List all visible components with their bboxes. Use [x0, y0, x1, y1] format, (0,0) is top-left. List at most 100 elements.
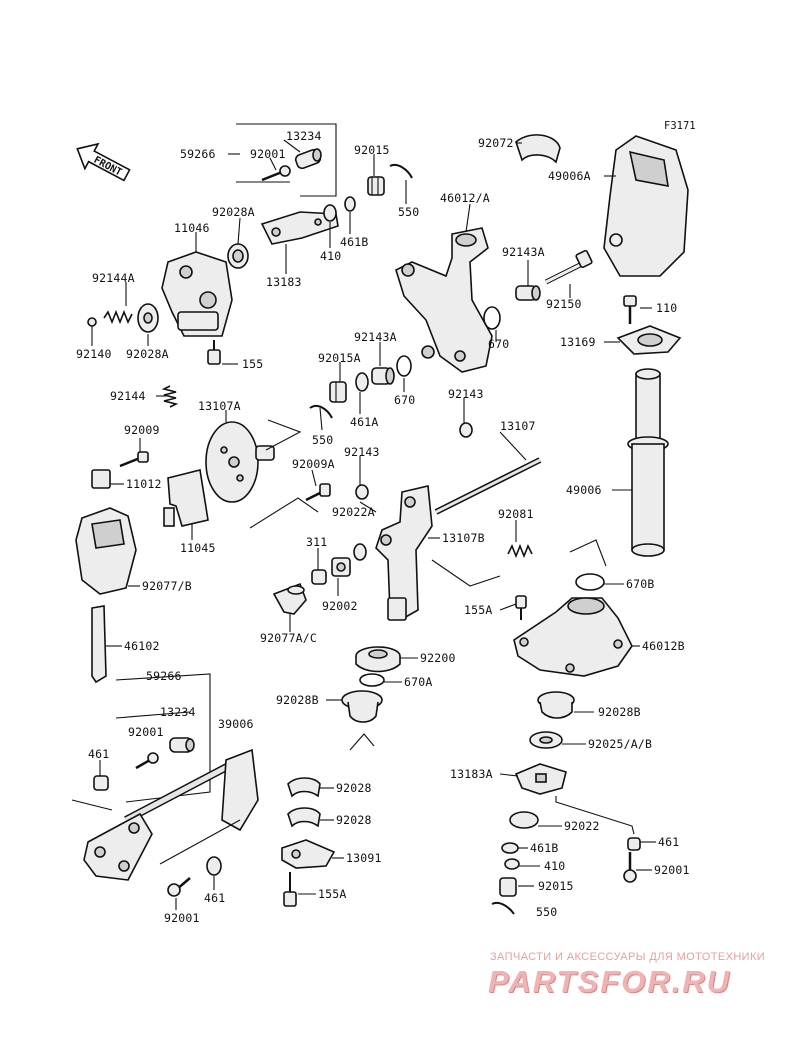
block-11012: [91, 469, 111, 489]
shaft-13107: [434, 457, 542, 515]
bushing-92028b-a: [341, 690, 383, 723]
washer-92022: [509, 811, 539, 829]
bracket-46012a: [395, 227, 493, 373]
label-92001-b: 92001: [128, 725, 164, 739]
label-311: 311: [306, 535, 328, 549]
cotter-pin-550-a: [389, 164, 413, 179]
label-92028b-b: 92028B: [598, 705, 641, 719]
label-13091: 13091: [346, 851, 382, 865]
label-550-a: 550: [398, 205, 420, 219]
cotter-pin-550-c: [491, 902, 515, 915]
washer-461a: [355, 372, 369, 392]
label-92143-b: 92143: [344, 445, 380, 459]
spring-92144a: [103, 309, 133, 325]
housing-46012b: [513, 597, 633, 677]
arm-13107b: [375, 485, 433, 621]
label-49006: 49006: [566, 483, 602, 497]
label-461-c: 461: [204, 891, 226, 905]
washer-461b-b: [501, 842, 519, 854]
bolt-92001-a: [261, 165, 291, 182]
label-92143a-a: 92143A: [502, 245, 545, 259]
label-92015-a: 92015: [354, 143, 390, 157]
label-92028b-a: 92028B: [276, 693, 319, 707]
label-92081: 92081: [498, 507, 534, 521]
label-92001-a: 92001: [250, 147, 286, 161]
housing-11046: [161, 251, 233, 337]
label-46102: 46102: [124, 639, 160, 653]
rod-46102: [91, 605, 107, 684]
label-670b: 670B: [626, 577, 655, 591]
label-92022: 92022: [564, 819, 600, 833]
pin-13234-a: [294, 148, 322, 170]
boot-49006a: [603, 135, 689, 277]
label-92015a: 92015A: [318, 351, 361, 365]
label-155a-b: 155A: [318, 887, 347, 901]
o-ring-670b: [575, 573, 605, 591]
collar-92143a-a: [515, 285, 541, 301]
label-39006: 39006: [218, 717, 254, 731]
nut-461-b: [627, 837, 641, 851]
label-670a: 670A: [404, 675, 433, 689]
label-92200: 92200: [420, 651, 456, 665]
label-92072: 92072: [478, 136, 514, 150]
o-ring-670-b: [396, 355, 412, 377]
label-550-b: 550: [312, 433, 334, 447]
label-461a: 461A: [350, 415, 379, 429]
label-92143-a: 92143: [448, 387, 484, 401]
label-92002: 92002: [322, 599, 358, 613]
bushing-92028a-b: [137, 303, 159, 333]
label-670-a: 670: [488, 337, 510, 351]
label-49006a: 49006A: [548, 169, 591, 183]
label-13107a: 13107A: [198, 399, 241, 413]
bushing-92028b-b: [537, 691, 575, 719]
label-155a-a: 155A: [464, 603, 493, 617]
label-46012a: 46012/A: [440, 191, 490, 205]
bolt-155a-b: [283, 872, 297, 907]
ball-92140: [87, 317, 97, 327]
lever-13183a: [514, 763, 567, 795]
collar-92143a-b: [371, 367, 395, 385]
collar-92143-a: [459, 422, 473, 438]
plate-11045: [163, 469, 209, 527]
bolt-92001-b: [135, 752, 159, 770]
label-92022a: 92022A: [332, 505, 375, 519]
spring-92081: [507, 543, 533, 559]
label-11012: 11012: [126, 477, 162, 491]
label-92028-b: 92028: [336, 813, 372, 827]
bolt-92001-d: [167, 877, 191, 897]
label-550-c: 550: [536, 905, 558, 919]
label-461-a: 461: [88, 747, 110, 761]
clamp-92072: [515, 134, 561, 164]
watermark-subtitle: ЗАПЧАСТИ И АКСЕССУАРЫ ДЛЯ МОТОТЕХНИКИ: [490, 951, 766, 963]
label-410-b: 410: [544, 859, 566, 873]
label-59266-a: 59266: [180, 147, 216, 161]
bolt-155a-a: [515, 595, 527, 620]
label-155-a: 155: [242, 357, 264, 371]
label-92144a: 92144A: [92, 271, 135, 285]
nut-92015-b: [499, 877, 517, 897]
bolt-92001-c: [623, 852, 637, 883]
cover-92077b: [75, 507, 137, 595]
screw-92009: [119, 451, 149, 468]
half-bushing-92028-b: [287, 807, 321, 828]
label-461b-b: 461B: [530, 841, 559, 855]
label-13169: 13169: [560, 335, 596, 349]
label-670-b: 670: [394, 393, 416, 407]
label-92009: 92009: [124, 423, 160, 437]
label-410-a: 410: [320, 249, 342, 263]
label-92025: 92025/A/B: [588, 737, 653, 751]
figure-code: F3171: [664, 120, 696, 132]
bolt-110: [623, 295, 637, 324]
nut-92015a: [329, 381, 347, 403]
bolt-155-a: [207, 340, 221, 365]
washer-461-c: [206, 856, 222, 876]
collar-92143-b: [355, 484, 369, 500]
lever-13091: [281, 839, 336, 869]
cap-92077ac: [272, 582, 307, 615]
label-13183a: 13183A: [450, 767, 493, 781]
label-92144: 92144: [110, 389, 146, 403]
disc-13107a: [205, 421, 275, 503]
label-92028a-a: 92028A: [212, 205, 255, 219]
label-13107b: 13107B: [442, 531, 485, 545]
cotter-pin-550-b: [309, 404, 333, 419]
